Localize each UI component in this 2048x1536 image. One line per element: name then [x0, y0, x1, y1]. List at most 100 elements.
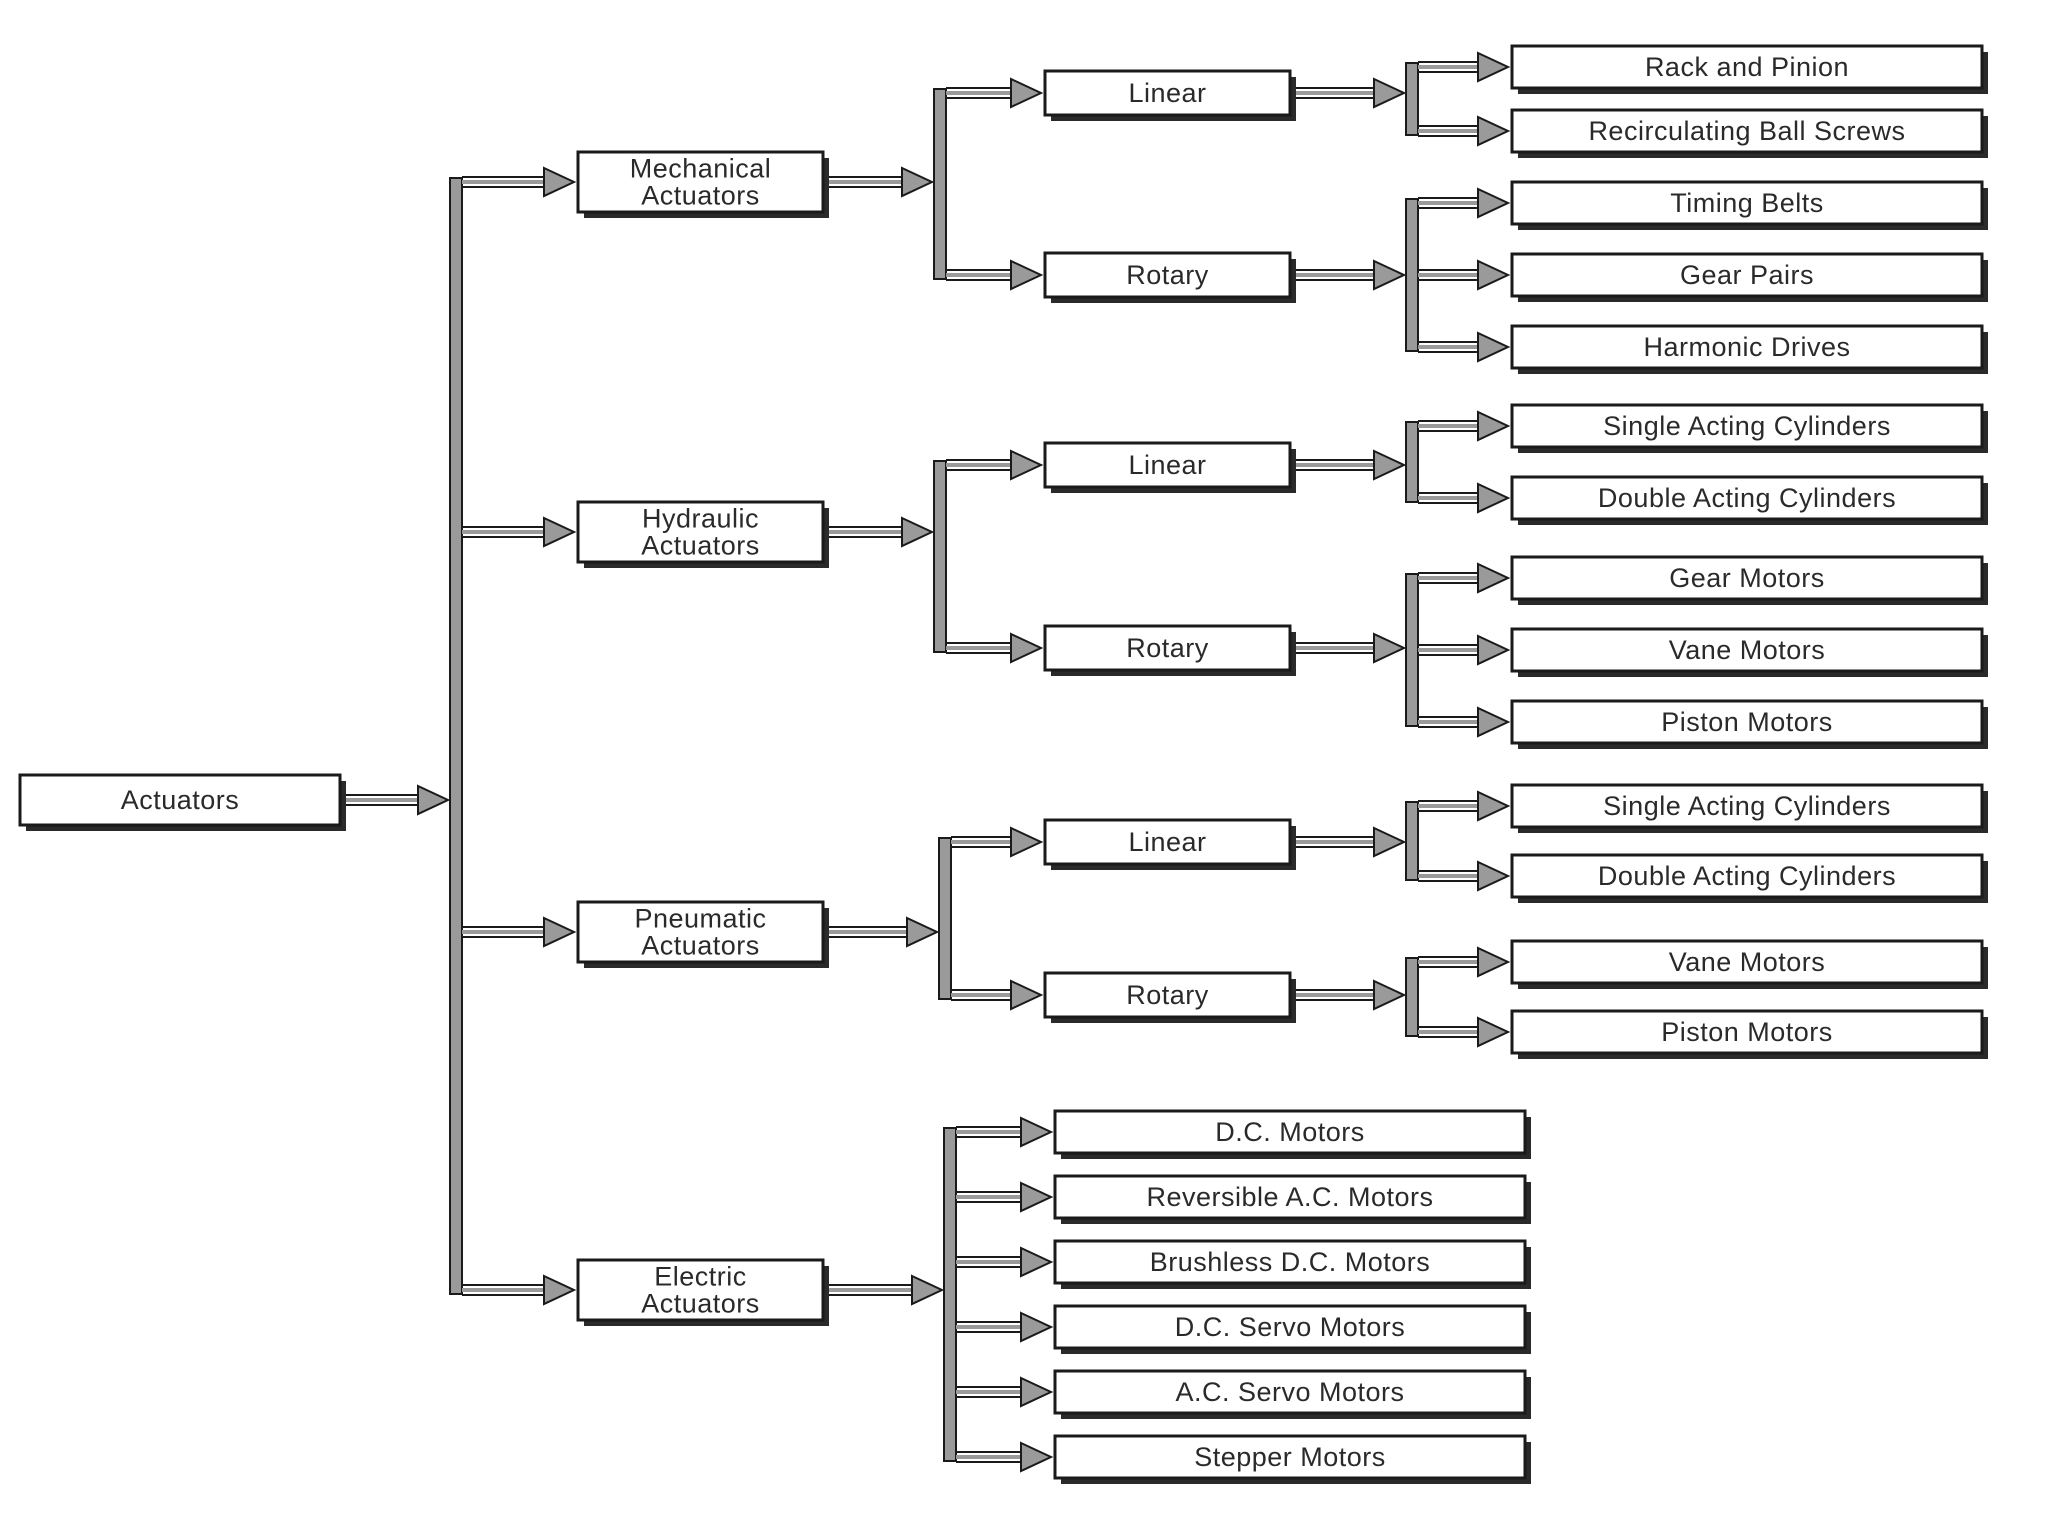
category-electric-item-1-box [1053, 1174, 1527, 1220]
category-pneumatic-rotary-item-0: Vane Motors [1510, 939, 1988, 989]
category-mechanical-rotary-node-box [1043, 251, 1292, 299]
category-electric-item-3-box [1053, 1304, 1527, 1350]
arrow-category-hydraulic-to-bus [829, 516, 935, 548]
arrow-to-category-electric-item-2 [956, 1246, 1054, 1278]
arrow-to-category-electric-item-5 [956, 1441, 1054, 1473]
category-electric-node-label: Actuators [641, 1289, 760, 1319]
bus-category-mechanical-linear [1405, 62, 1419, 136]
category-pneumatic-linear-item-0-label: Single Acting Cylinders [1603, 791, 1891, 821]
category-electric-node-label: Electric [654, 1262, 747, 1292]
bus-category-mechanical-rotary [1405, 198, 1419, 352]
arrow-to-category-electric [462, 1274, 577, 1306]
arrow-to-category-pneumatic-linear [951, 826, 1044, 858]
category-hydraulic-linear-item-1-box [1510, 475, 1984, 521]
category-mechanical-linear-node-box [1043, 69, 1292, 117]
category-hydraulic-rotary-item-1-label: Vane Motors [1669, 635, 1826, 665]
category-electric-item-1: Reversible A.C. Motors [1053, 1174, 1531, 1224]
category-mechanical-linear-item-0: Rack and Pinion [1510, 44, 1988, 94]
arrow-to-category-hydraulic-rotary [946, 632, 1044, 664]
arrow-category-pneumatic-rotary-to-bus [1296, 979, 1407, 1011]
category-hydraulic-linear-item-0-label: Single Acting Cylinders [1603, 411, 1891, 441]
category-electric-node-box [576, 1258, 825, 1322]
bus-category-electric [943, 1127, 957, 1462]
bus-root [449, 177, 463, 1295]
category-pneumatic-rotary-item-1-box [1510, 1009, 1984, 1055]
arrow-to-category-electric-item-3 [956, 1311, 1054, 1343]
category-pneumatic-linear-item-0-box [1510, 783, 1984, 829]
category-hydraulic-linear-item-1: Double Acting Cylinders [1510, 475, 1988, 525]
arrow-category-pneumatic-to-bus [829, 916, 940, 948]
arrow-to-category-pneumatic-rotary-item-0 [1418, 946, 1511, 978]
bus-category-pneumatic [938, 837, 952, 1000]
category-mechanical-node-label: Mechanical [630, 154, 772, 184]
bus-category-hydraulic-rotary [1405, 573, 1419, 727]
category-pneumatic-node-label: Actuators [641, 931, 760, 961]
arrow-to-category-mechanical-rotary-item-2 [1418, 331, 1511, 363]
category-mechanical-rotary-item-1: Gear Pairs [1510, 252, 1988, 302]
arrow-category-mechanical-to-bus [829, 166, 935, 198]
category-hydraulic-rotary-item-2-box [1510, 699, 1984, 745]
category-hydraulic-rotary-item-2-label: Piston Motors [1661, 707, 1833, 737]
category-hydraulic-linear-item-0: Single Acting Cylinders [1510, 403, 1988, 453]
category-hydraulic-node-label: Actuators [641, 531, 760, 561]
arrow-category-mechanical-linear-to-bus [1296, 77, 1407, 109]
arrow-to-category-mechanical-linear [946, 77, 1044, 109]
arrow-to-category-mechanical-rotary-item-1 [1418, 259, 1511, 291]
arrow-to-category-mechanical-rotary-item-0 [1418, 187, 1511, 219]
category-hydraulic-linear-node: Linear [1043, 441, 1296, 493]
root-node-actuators: Actuators [18, 773, 346, 831]
arrow-category-hydraulic-rotary-to-bus [1296, 632, 1407, 664]
category-hydraulic-linear-item-0-box [1510, 403, 1984, 449]
arrow-to-category-hydraulic-rotary-item-1 [1418, 634, 1511, 666]
category-hydraulic-linear-node-box [1043, 441, 1292, 489]
arrow-to-category-mechanical-rotary [946, 259, 1044, 291]
category-electric-item-0: D.C. Motors [1053, 1109, 1531, 1159]
category-mechanical-linear-item-1: Recirculating Ball Screws [1510, 108, 1988, 158]
category-pneumatic-linear-item-1-box [1510, 853, 1984, 899]
bus-category-mechanical [933, 88, 947, 280]
category-electric-item-0-box [1053, 1109, 1527, 1155]
category-hydraulic-linear-node-label: Linear [1128, 450, 1206, 480]
arrow-to-category-electric-item-1 [956, 1181, 1054, 1213]
arrow-to-category-hydraulic-rotary-item-0 [1418, 562, 1511, 594]
category-hydraulic-rotary-item-1-box [1510, 627, 1984, 673]
category-hydraulic-linear-item-1-label: Double Acting Cylinders [1598, 483, 1896, 513]
category-electric-item-0-label: D.C. Motors [1215, 1117, 1365, 1147]
bus-category-hydraulic-linear [1405, 421, 1419, 503]
arrow-category-electric-to-bus [829, 1274, 945, 1306]
root-node-actuators-label: Actuators [121, 785, 240, 815]
category-mechanical-node-box [576, 150, 825, 214]
category-electric-item-3: D.C. Servo Motors [1053, 1304, 1531, 1354]
connector-layer [346, 51, 1511, 1473]
category-electric-item-4-label: A.C. Servo Motors [1175, 1377, 1404, 1407]
category-hydraulic-rotary-node-label: Rotary [1126, 633, 1209, 663]
category-pneumatic-linear-node-box [1043, 818, 1292, 866]
category-pneumatic-rotary-item-1-label: Piston Motors [1661, 1017, 1833, 1047]
category-hydraulic-rotary-node: Rotary [1043, 624, 1296, 676]
arrow-category-pneumatic-linear-to-bus [1296, 826, 1407, 858]
bus-category-hydraulic [933, 460, 947, 653]
arrow-to-category-pneumatic-rotary-item-1 [1418, 1016, 1511, 1048]
category-pneumatic-linear-item-1-label: Double Acting Cylinders [1598, 861, 1896, 891]
category-pneumatic-linear-item-0: Single Acting Cylinders [1510, 783, 1988, 833]
category-mechanical-rotary-node: Rotary [1043, 251, 1296, 303]
category-pneumatic-rotary-node: Rotary [1043, 971, 1296, 1023]
arrow-to-category-pneumatic-linear-item-1 [1418, 860, 1511, 892]
arrow-to-category-hydraulic-linear-item-0 [1418, 410, 1511, 442]
category-hydraulic-node-box [576, 500, 825, 564]
category-electric-item-4: A.C. Servo Motors [1053, 1369, 1531, 1419]
category-electric-item-4-box [1053, 1369, 1527, 1415]
arrow-to-category-electric-item-0 [956, 1116, 1054, 1148]
category-mechanical-rotary-item-1-label: Gear Pairs [1680, 260, 1814, 290]
category-pneumatic-rotary-node-label: Rotary [1126, 980, 1209, 1010]
category-mechanical-node-label: Actuators [641, 181, 760, 211]
category-electric-item-2-box [1053, 1239, 1527, 1285]
arrow-to-category-pneumatic [462, 916, 577, 948]
category-mechanical-linear-item-0-box [1510, 44, 1984, 90]
arrow-to-category-pneumatic-rotary [951, 979, 1044, 1011]
root-node-actuators-box [18, 773, 342, 827]
